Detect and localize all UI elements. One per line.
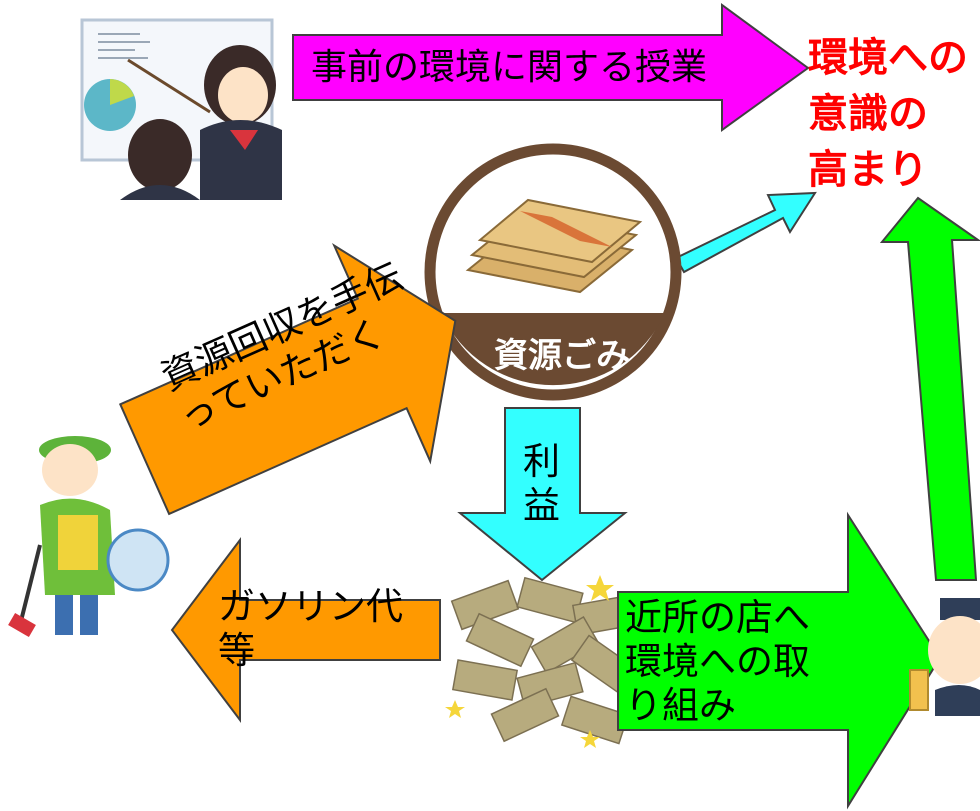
awareness-arrow-green	[879, 196, 980, 581]
shop-arrow	[617, 511, 942, 810]
shop-label-line-2: 環境への取	[625, 640, 810, 683]
gasoline-label-line-1: ガソリン代	[218, 585, 403, 628]
outcome-line-3: 高まり	[808, 147, 928, 193]
awareness-arrow-cyan	[674, 191, 817, 274]
collection-arrow	[118, 243, 457, 516]
profit-label-line-1: 利	[523, 440, 560, 483]
profit-arrow	[457, 407, 628, 582]
outcome-line-1: 環境への	[808, 35, 968, 81]
outcome-line-2: 意識の	[808, 91, 928, 137]
shopkeeper-illustration	[909, 598, 980, 716]
gasoline-arrow	[170, 537, 441, 723]
profit-label-line-2: 益	[523, 484, 560, 527]
resource-badge-label: 資源ごみ	[494, 336, 630, 376]
gasoline-label-line-2: 等	[218, 629, 255, 672]
cardboard-icon	[465, 198, 643, 294]
lesson-arrow	[292, 3, 810, 132]
shop-label-line-3: り組み	[625, 684, 736, 727]
lesson-label: 事前の環境に関する授業	[311, 47, 708, 88]
teacher-illustration	[80, 18, 282, 200]
resource-badge	[424, 143, 682, 401]
money-pile-illustration	[445, 575, 640, 748]
volunteer-illustration	[8, 436, 170, 638]
shop-label-line-1: 近所の店へ	[625, 596, 810, 639]
